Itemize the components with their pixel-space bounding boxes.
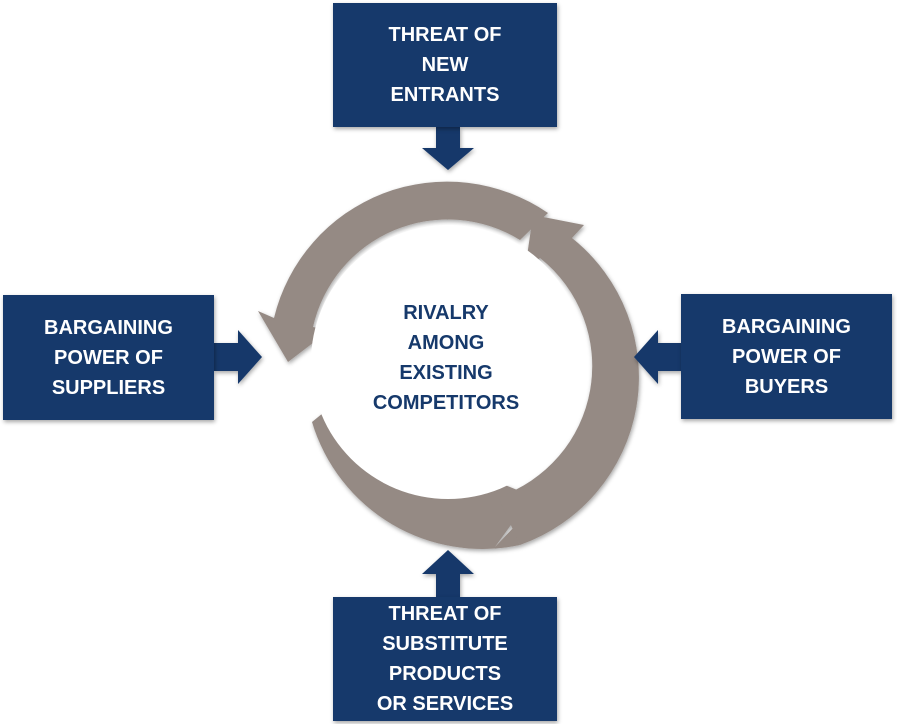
center-label-line: EXISTING [399, 362, 493, 384]
box-label-line: THREAT OF [388, 24, 502, 46]
cycle-arrow-upper [258, 181, 548, 362]
bargaining-power-of-buyers-box: BARGAINING POWER OF BUYERS [681, 294, 892, 419]
rivalry-cycle [258, 181, 639, 549]
arrow-right-icon [214, 330, 262, 384]
box-label-line: PRODUCTS [388, 663, 502, 685]
box-label-line: NEW [421, 54, 469, 76]
box-label-line: BUYERS [744, 375, 829, 398]
cycle-arrow-lower [312, 395, 532, 549]
arrow-up-icon [422, 550, 474, 597]
box-label-line: ENTRANTS [390, 84, 500, 106]
rivalry-label: RIVALRY AMONG EXISTING COMPETITORS [330, 298, 562, 418]
box-label-line: BARGAINING [44, 316, 173, 339]
center-label-line: AMONG [407, 332, 485, 354]
arrow-down-icon [422, 127, 474, 170]
box-label-line: POWER OF [732, 345, 841, 368]
cycle-arrow-right [498, 215, 639, 545]
threat-of-substitutes-box: THREAT OF SUBSTITUTE PRODUCTS OR SERVICE… [333, 597, 557, 721]
center-label-line: RIVALRY [403, 302, 489, 324]
bargaining-power-of-suppliers-box: BARGAINING POWER OF SUPPLIERS [3, 295, 214, 420]
center-label-line: COMPETITORS [372, 392, 520, 414]
box-label-line: POWER OF [54, 346, 163, 369]
box-label-line: BARGAINING [722, 315, 851, 338]
box-label-line: THREAT OF [388, 603, 502, 625]
box-label-line: SUPPLIERS [51, 376, 166, 399]
arrow-left-icon [634, 330, 681, 384]
box-label-line: OR SERVICES [376, 693, 514, 715]
box-label-line: SUBSTITUTE [382, 633, 508, 655]
threat-of-new-entrants-box: THREAT OF NEW ENTRANTS [333, 3, 557, 127]
cycle-center [311, 225, 585, 499]
